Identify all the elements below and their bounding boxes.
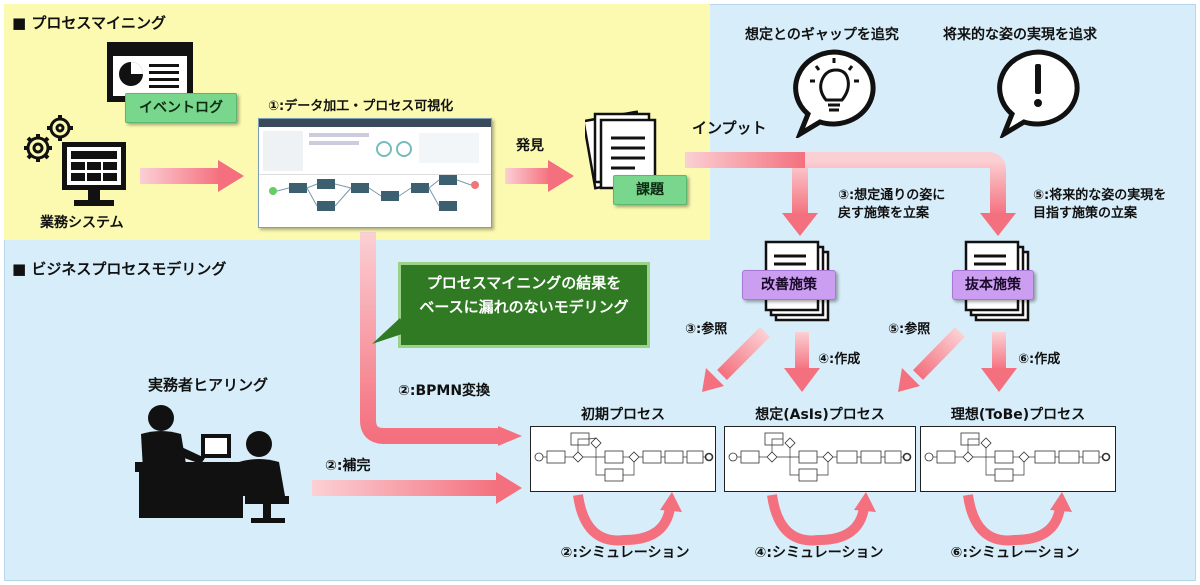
issue-tag: 課題 xyxy=(613,175,687,205)
arrow-discover xyxy=(505,160,574,192)
simulation-loop-tobe xyxy=(963,492,1072,546)
gap-heading: 想定とのギャップを追究 xyxy=(745,27,899,43)
future-heading: 将来的な姿の実現を追求 xyxy=(943,27,1097,43)
input-label: インプット xyxy=(692,119,767,137)
step5-line2: 目指す施策の立案 xyxy=(1033,206,1138,221)
simulation-label-4: ④:シミュレーション xyxy=(754,545,884,561)
step3-line1: ③:想定通りの姿に xyxy=(838,188,946,203)
initial-process-diagram xyxy=(530,426,716,492)
business-system-label: 業務システム xyxy=(40,215,124,231)
bpmn-mini-diagram xyxy=(924,432,1111,482)
step3-line2: 戻す施策を立案 xyxy=(838,206,930,221)
simulation-label-2: ②:シミュレーション xyxy=(560,545,690,561)
asis-process-title: 想定(AsIs)プロセス xyxy=(755,407,885,423)
ref3-label: ③:参照 xyxy=(685,322,728,337)
note-line1: プロセスマイニングの結果を xyxy=(426,274,622,292)
arrow-system-to-visualization xyxy=(140,160,244,192)
ref5-label: ⑤:参照 xyxy=(888,322,931,337)
meeting-people-icon xyxy=(135,405,289,523)
arrow-supplement xyxy=(312,472,522,504)
arrow-create-6 xyxy=(981,332,1017,392)
desktop-icon xyxy=(62,142,126,206)
event-log-tag: イベントログ xyxy=(125,93,237,123)
exclamation-bubble-icon xyxy=(997,49,1080,138)
discover-label: 発見 xyxy=(516,138,544,154)
create4-label: ④:作成 xyxy=(818,352,861,367)
initial-process-title: 初期プロセス xyxy=(581,407,665,423)
bpmn-mini-diagram xyxy=(534,432,714,482)
step5-line1: ⑤:将来的な姿の実現を xyxy=(1033,188,1167,203)
lightbulb-bubble-icon xyxy=(793,49,876,138)
asis-process-diagram xyxy=(724,426,916,492)
section-title-business-modeling: ■ ビジネスプロセスモデリング xyxy=(12,260,227,278)
monitor-chart-icon xyxy=(107,42,193,102)
arrow-ref-5 xyxy=(898,327,966,392)
note-pointer xyxy=(372,318,408,344)
bpmn-mini-diagram xyxy=(728,432,912,482)
create6-label: ⑥:作成 xyxy=(1018,352,1061,367)
simulation-loop-initial xyxy=(573,492,682,546)
supplement-label: ②:補完 xyxy=(325,458,371,474)
modeling-note-callout: プロセスマイニングの結果を ベースに漏れのないモデリング xyxy=(398,262,650,348)
gears-icon xyxy=(24,115,73,162)
simulation-loop-asis xyxy=(767,492,876,546)
section-title-process-mining: ■ プロセスマイニング xyxy=(12,14,166,32)
tobe-process-diagram xyxy=(920,426,1116,492)
process-mining-screenshot xyxy=(258,118,492,228)
note-line2: ベースに漏れのないモデリング xyxy=(419,298,629,316)
tobe-process-title: 理想(ToBe)プロセス xyxy=(950,407,1086,423)
radical-measure-tag: 抜本施策 xyxy=(952,270,1034,300)
step1-label: ①:データ加工・プロセス可視化 xyxy=(268,99,454,114)
improvement-measure-tag: 改善施策 xyxy=(742,270,836,300)
bpmn-conversion-label: ②:BPMN変換 xyxy=(398,383,491,399)
simulation-label-6: ⑥:シミュレーション xyxy=(950,545,1080,561)
arrow-ref-3 xyxy=(702,327,770,392)
arrow-input-branch xyxy=(685,152,1016,236)
arrow-create-4 xyxy=(784,332,820,392)
arrow-bpmn-conversion xyxy=(360,232,522,446)
interview-label: 実務者ヒアリング xyxy=(148,376,269,394)
